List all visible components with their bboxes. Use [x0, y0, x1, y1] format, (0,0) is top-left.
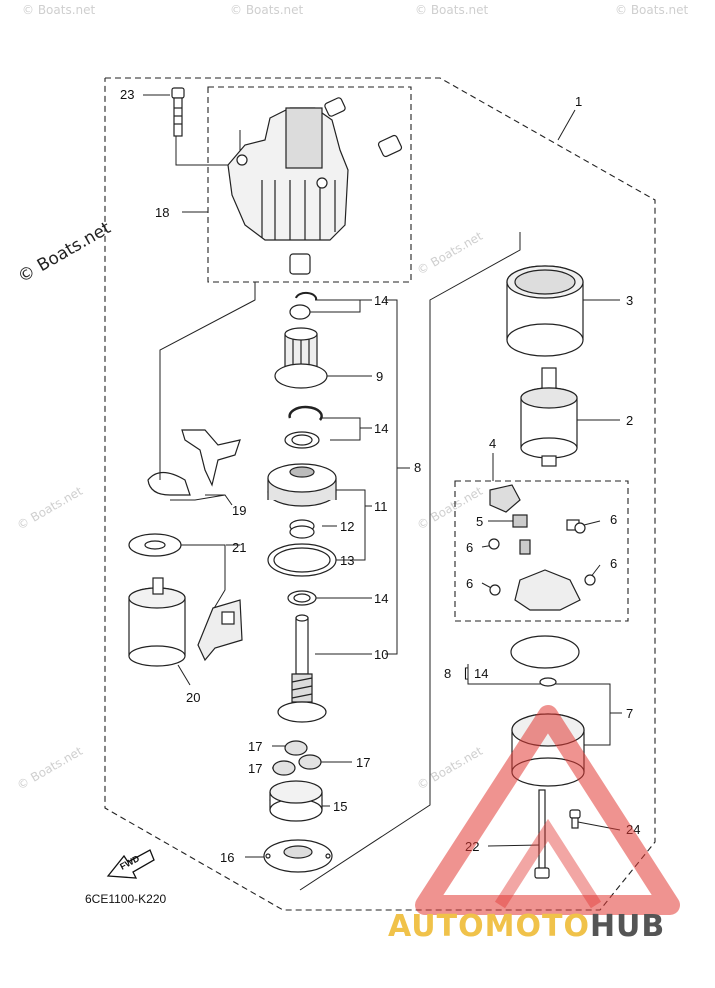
part-3-yoke	[506, 265, 584, 357]
part-21-relay-bracket	[197, 599, 243, 662]
callout-14-c: 14	[374, 591, 388, 606]
callout-5: 5	[476, 514, 483, 529]
diagram-code: 6CE1100-K220	[85, 892, 166, 906]
part-2-armature	[520, 367, 578, 467]
part-21-plate	[128, 533, 182, 557]
logo-triangle-icon	[415, 705, 680, 915]
logo-inner-mark-icon	[494, 818, 602, 909]
part-14-circlip	[295, 291, 318, 301]
part-6-screws	[488, 522, 596, 596]
callout-17-a: 17	[248, 739, 262, 754]
svg-text:© Boats.net: © Boats.net	[230, 3, 304, 17]
callout-18: 18	[155, 205, 169, 220]
svg-text:© Boats.net: © Boats.net	[415, 484, 486, 533]
callout-21: 21	[232, 540, 246, 555]
part-14-washer	[289, 304, 311, 320]
part-13-gasket	[267, 543, 337, 577]
part-18-end-bracket	[227, 107, 349, 241]
part-14-plate	[510, 635, 580, 687]
part-15-ring-gear	[269, 780, 323, 822]
part-23-bolt	[171, 87, 185, 137]
part-18-sleeve-a	[324, 97, 346, 117]
callout-6-a: 6	[610, 512, 617, 527]
part-12-bushing	[289, 519, 315, 539]
outline-assembly-1	[104, 77, 656, 911]
callout-8-bracket: [	[464, 665, 468, 680]
part-24-screw	[569, 809, 581, 829]
part-20-solenoid	[128, 577, 186, 667]
svg-text:© Boats.net: © Boats.net	[15, 484, 86, 533]
callout-16: 16	[220, 850, 234, 865]
part-4-brush-holder	[489, 484, 581, 611]
callout-8-a: 8	[414, 460, 421, 475]
callout-2: 2	[626, 413, 633, 428]
part-9-pinion	[274, 327, 328, 389]
watermark-boats-net: © Boats.net	[15, 218, 115, 287]
callout-12: 12	[340, 519, 354, 534]
part-10-shaft	[277, 614, 327, 723]
svg-text:© Boats.net: © Boats.net	[22, 3, 96, 17]
svg-text:© Boats.net: © Boats.net	[15, 744, 86, 793]
callout-8-b: 8	[444, 666, 451, 681]
svg-text:© Boats.net: © Boats.net	[615, 3, 689, 17]
callout-11: 11	[374, 499, 388, 514]
callout-10: 10	[374, 647, 388, 662]
part-19-clip	[147, 429, 241, 496]
part-11-carrier	[267, 463, 337, 507]
callout-13: 13	[340, 553, 354, 568]
callout-14-b: 14	[374, 421, 388, 436]
part-16-cover	[263, 839, 333, 873]
svg-text:© Boats.net: © Boats.net	[415, 229, 486, 278]
callout-14-in-8: 14	[474, 666, 488, 681]
callout-14-a: 14	[374, 293, 388, 308]
callout-7: 7	[626, 706, 633, 721]
watermark-layer: © Boats.net © Boats.net © Boats.net © Bo…	[15, 3, 689, 793]
svg-text:© Boats.net: © Boats.net	[415, 744, 486, 793]
callout-6-c: 6	[610, 556, 617, 571]
part-18-sleeve-b	[377, 134, 403, 158]
callout-20: 20	[186, 690, 200, 705]
fwd-arrow-icon: FWD	[106, 849, 155, 879]
callout-6-b: 6	[466, 540, 473, 555]
part-14-washer-2	[284, 431, 320, 449]
automotohub-logo: AUTOMOTOHUB	[388, 705, 680, 944]
callout-23: 23	[120, 87, 134, 102]
part-18-bushing	[289, 253, 311, 275]
logo-wordmark: AUTOMOTOHUB	[388, 909, 665, 944]
callout-4: 4	[489, 436, 496, 451]
outline-assembly-18	[207, 86, 412, 283]
callout-17-c: 17	[356, 755, 370, 770]
callout-19: 19	[232, 503, 246, 518]
part-17-gears	[272, 740, 322, 776]
callout-9: 9	[376, 369, 383, 384]
assembly-outlines	[104, 77, 656, 911]
part-14-circlip-2	[288, 405, 323, 421]
callout-1: 1	[575, 94, 582, 109]
part-14-washer-3	[287, 590, 317, 606]
part-22-through-bolt	[534, 789, 550, 879]
callout-6-d: 6	[466, 576, 473, 591]
outline-assembly-4	[454, 480, 629, 622]
callout-3: 3	[626, 293, 633, 308]
callout-17-b: 17	[248, 761, 262, 776]
callout-15: 15	[333, 799, 347, 814]
svg-text:© Boats.net: © Boats.net	[415, 3, 489, 17]
